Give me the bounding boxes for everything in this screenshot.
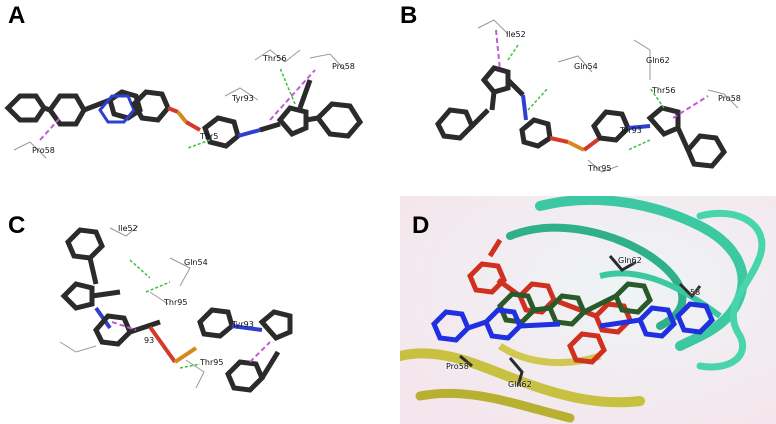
c-label-93: 93 (144, 336, 155, 345)
d-label-pro58: Pro58 (446, 362, 469, 371)
b-label-ile52: Ile52 (506, 30, 526, 39)
d-ligand-blue (431, 301, 715, 343)
a-residue-wire (13, 49, 346, 159)
a-label-thr56: Thr56 (263, 54, 287, 63)
c-hbond (145, 281, 171, 293)
b-hbond (527, 87, 549, 111)
c-hbond (179, 363, 201, 369)
c-ring-2 (60, 281, 95, 311)
a-ring-7 (276, 105, 309, 138)
b-label-thr56: Thr56 (652, 86, 676, 95)
c-hydrophobic (111, 321, 137, 331)
b-ring-left (435, 107, 475, 141)
a-label-pro58-right: Pro58 (332, 62, 355, 71)
c-ring-4 (197, 307, 235, 339)
panel-a: A Thr56 Pro58 Tyr93 Thr5 Pro58 (0, 0, 388, 212)
c-bond (231, 324, 263, 332)
c-label-thr95-bottom: Thr95 (200, 358, 224, 367)
b-bond (521, 94, 528, 121)
c-label-thr95-top: Thr95 (164, 298, 188, 307)
c-bond (91, 289, 121, 299)
a-hydrophobic (39, 117, 61, 141)
a-label-thr5: Thr5 (200, 132, 219, 141)
a-hbond (279, 67, 296, 105)
b-label-gln54: Gln54 (574, 62, 598, 71)
panel-d-protein (400, 196, 776, 424)
b-residue-wire (477, 19, 739, 173)
b-bond (470, 108, 490, 128)
a-bond (43, 105, 51, 113)
panel-b-molecule (435, 19, 739, 173)
a-bond (176, 110, 188, 124)
a-bond (237, 128, 261, 138)
a-hbond (187, 139, 211, 149)
a-label-pro58-left: Pro58 (32, 146, 55, 155)
c-bond (148, 325, 177, 364)
c-bond (173, 346, 198, 364)
panel-b-letter: B (400, 2, 418, 29)
d-residue-sticks (459, 255, 702, 387)
c-ring-top (65, 227, 105, 261)
a-label-tyr93: Tyr93 (232, 94, 254, 103)
panel-d-letter: D (412, 212, 430, 239)
panel-d: D Gln62 58 Pro58 Gln62 (400, 196, 776, 424)
c-ring-5 (258, 309, 293, 342)
panel-b: B Ile52 Gln54 Gln62 Thr56 Pro58 Tyr93 Th… (388, 0, 776, 212)
b-ring-5 (646, 105, 681, 138)
b-ring-right (685, 133, 728, 169)
c-hydrophobic (249, 341, 271, 363)
b-label-pro58: Pro58 (718, 94, 741, 103)
c-residue-wire (59, 225, 205, 389)
a-ring-2 (46, 93, 87, 127)
a-bond (297, 79, 313, 109)
c-label-gln54: Gln54 (184, 258, 208, 267)
b-label-gln62: Gln62 (646, 56, 670, 65)
panel-c-letter: C (8, 212, 26, 239)
b-bond (549, 136, 569, 144)
b-hbond (627, 139, 651, 151)
b-hydrophobic (672, 95, 709, 119)
b-bond (627, 124, 651, 130)
b-bond (489, 91, 497, 111)
b-hydrophobic (495, 29, 501, 71)
c-ring-bottom (225, 359, 265, 393)
d-ribbon-teal (506, 223, 687, 330)
d-ribbon-yellow (498, 343, 602, 366)
c-bond (259, 350, 281, 380)
b-label-tyr93: Tyr93 (620, 126, 642, 135)
c-label-ile52: Ile52 (118, 224, 138, 233)
c-label-tyr93: Tyr93 (232, 320, 254, 329)
a-ring-left (4, 93, 48, 123)
panel-c: C Ile52 Gln54 Thr95 Tyr93 Thr95 93 (0, 212, 388, 424)
a-bond (305, 115, 319, 123)
d-ribbon-teal (696, 209, 766, 371)
a-bond (259, 121, 281, 133)
b-bond (567, 140, 585, 152)
b-bond (582, 136, 602, 152)
panel-c-molecule (59, 225, 293, 393)
a-ring-right (314, 101, 364, 139)
a-hydrophobic (269, 69, 316, 121)
d-label-gln62-bottom: Gln62 (508, 380, 532, 389)
d-label-gln62-top: Gln62 (618, 256, 642, 265)
d-ribbon-teal (535, 196, 748, 351)
panel-a-molecule (4, 49, 364, 159)
d-label-58: 58 (690, 288, 701, 297)
b-bond (675, 126, 691, 152)
a-ring-4 (98, 94, 136, 124)
c-bond (87, 257, 99, 285)
b-bond (506, 78, 525, 97)
b-label-thr95: Thr95 (588, 164, 612, 173)
c-hbond (129, 259, 151, 279)
d-ribbon-yellow (415, 388, 575, 423)
a-bond (185, 120, 201, 132)
b-ring-2 (480, 65, 511, 95)
a-bond (167, 106, 179, 114)
c-ring-3 (93, 313, 133, 347)
panel-a-letter: A (8, 2, 26, 29)
b-hbond (649, 87, 665, 109)
b-hbond (507, 44, 519, 61)
b-ring-3 (519, 117, 553, 149)
